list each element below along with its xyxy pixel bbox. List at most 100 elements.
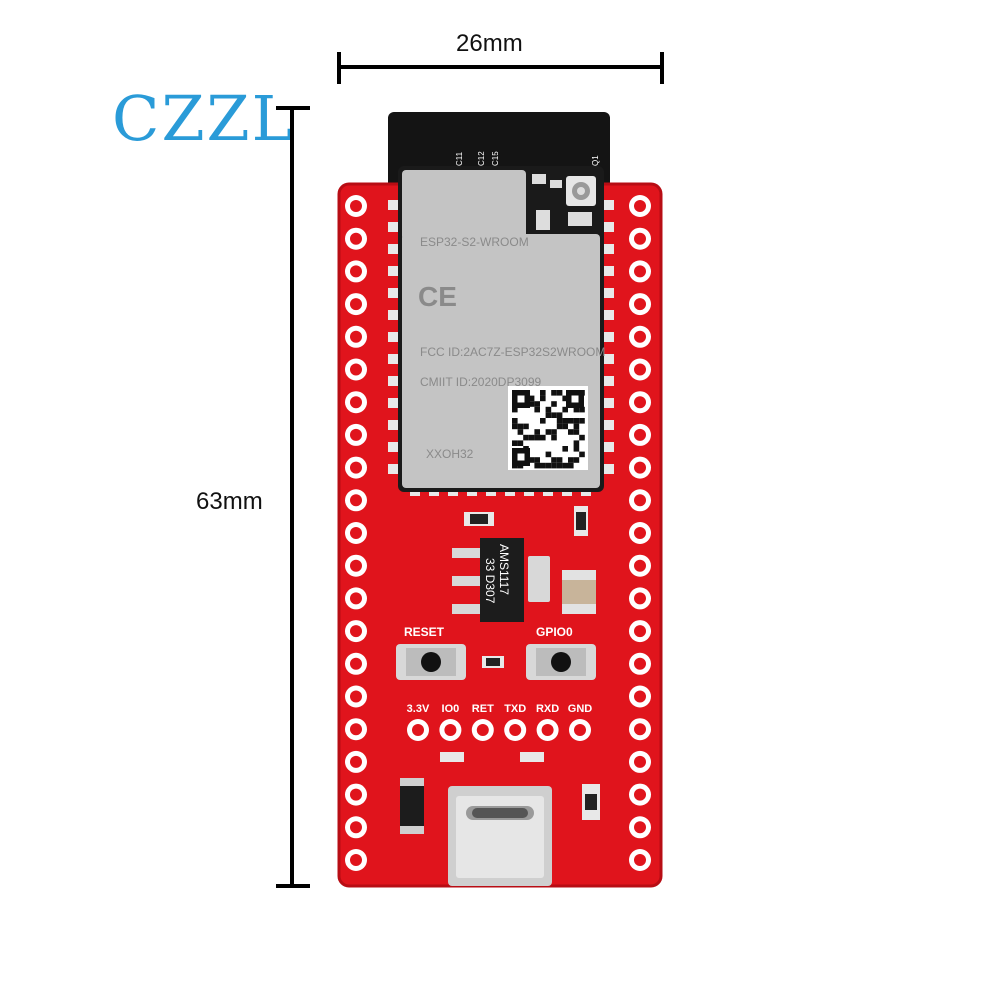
header-pin-hole: [634, 723, 646, 736]
qr-module: [568, 418, 574, 424]
qr-module: [523, 434, 529, 441]
qr-module: [528, 457, 535, 463]
qr-module: [540, 390, 546, 396]
header-pin-hole: [350, 494, 362, 507]
module-pad: [388, 464, 398, 474]
usb-c-port[interactable]: [448, 786, 552, 886]
module-pad: [604, 376, 614, 386]
module-pad: [604, 420, 614, 430]
header-pin-hole: [350, 690, 362, 703]
programming-header-hole: [476, 724, 489, 736]
qr-module: [545, 412, 552, 418]
qr-module: [528, 401, 535, 407]
qr-finder-inner: [514, 392, 528, 406]
header-pin-hole: [634, 461, 646, 474]
qr-finder-inner: [568, 392, 582, 406]
qr-module: [517, 429, 524, 435]
qr-module: [540, 462, 546, 469]
gpio0-button[interactable]: [526, 644, 596, 680]
qr-module: [568, 429, 574, 435]
qr-module: [562, 446, 568, 452]
qr-module: [545, 406, 552, 413]
module-pad: [604, 200, 614, 210]
qr-module: [573, 457, 580, 463]
module-pad: [388, 222, 398, 232]
qr-module: [545, 462, 552, 469]
qr-module: [573, 440, 580, 446]
qr-module: [562, 406, 568, 413]
header-pin-hole: [350, 854, 362, 866]
silk-c15: C15: [491, 151, 500, 166]
qr-module: [556, 418, 563, 424]
module-pad: [604, 266, 614, 276]
header-pin-hole: [634, 821, 646, 834]
qr-module: [517, 423, 524, 430]
right-pin-header: [629, 195, 651, 871]
smd-part: [532, 174, 546, 184]
header-pin-label: GND: [568, 703, 593, 715]
qr-module: [551, 434, 557, 441]
regulator-line1: AMS1117: [497, 544, 511, 595]
qr-module: [573, 429, 580, 435]
qr-module: [568, 462, 574, 469]
header-pin-hole: [350, 200, 362, 212]
qr-module: [556, 457, 563, 463]
qr-module: [551, 429, 557, 435]
header-pin-hole: [634, 527, 646, 539]
header-pin-hole: [634, 396, 646, 409]
silk-c12: C12: [477, 151, 486, 166]
qr-module: [579, 434, 585, 441]
programming-header-hole: [574, 724, 586, 736]
module-pad: [604, 222, 614, 232]
module-model: ESP32-S2-WROOM: [420, 235, 529, 249]
qr-module: [540, 418, 546, 424]
header-pin-hole: [634, 363, 646, 376]
gpio0-label: GPIO0: [536, 625, 573, 639]
header-pin-hole: [350, 363, 362, 376]
module-pad: [388, 398, 398, 408]
reset-label: RESET: [404, 625, 445, 639]
header-pin-hole: [350, 330, 362, 343]
header-pin-hole: [634, 428, 646, 441]
module-pad: [604, 354, 614, 364]
left-pin-header: [345, 195, 367, 871]
qr-code-pattern: [512, 390, 585, 469]
cmiit-id: CMIIT ID:2020DP3099: [420, 375, 541, 389]
header-pin-hole: [350, 788, 362, 801]
qr-module: [528, 434, 535, 441]
header-pin-label: 3.3V: [407, 703, 430, 715]
header-pin-hole: [350, 265, 362, 278]
fcc-id: FCC ID:2AC7Z-ESP32S2WROOM: [420, 345, 605, 359]
qr-module: [534, 429, 540, 435]
header-pin-hole: [634, 690, 646, 703]
header-pin-hole: [634, 657, 646, 670]
qr-module: [573, 406, 580, 413]
module-pad: [388, 442, 398, 452]
header-pin-hole: [634, 559, 646, 572]
diode: [400, 778, 424, 834]
qr-module: [534, 457, 540, 463]
regulator-line2: 33 D307: [483, 558, 497, 604]
module-pad: [604, 244, 614, 254]
brand-logo-text: CZZL: [112, 82, 295, 155]
qr-module: [562, 462, 568, 469]
module-pad: [388, 288, 398, 298]
reset-button[interactable]: [396, 644, 466, 680]
height-label: 63mm: [196, 488, 263, 515]
qr-module: [573, 418, 580, 424]
header-pin-hole: [350, 755, 362, 768]
module-pad: [388, 266, 398, 276]
qr-module: [534, 401, 540, 407]
header-pin-hole: [350, 625, 362, 638]
module-pad: [604, 398, 614, 408]
ce-mark: CE: [418, 281, 457, 312]
qr-module: [512, 440, 518, 446]
header-pin-hole: [350, 232, 362, 245]
module-pad: [388, 420, 398, 430]
header-pin-label: IO0: [442, 703, 460, 715]
brand-logo: CZZL: [112, 82, 295, 155]
qr-module: [534, 462, 540, 469]
qr-module: [562, 423, 568, 430]
